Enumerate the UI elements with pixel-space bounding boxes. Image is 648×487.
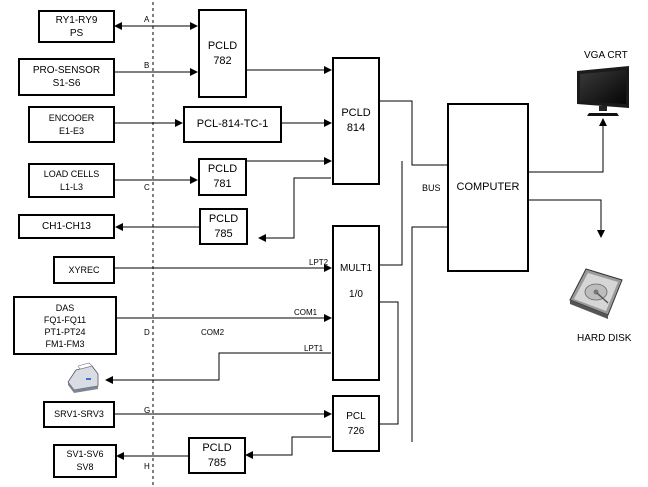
pro-sensor-box: PRO-SENSOR S1-S6 <box>18 58 115 96</box>
line-mult1-printer <box>105 352 331 384</box>
signal-label-h: H <box>144 462 150 471</box>
encoder-box: ENCOOER E1-E3 <box>28 106 115 143</box>
com1-label: COM1 <box>294 308 318 317</box>
pcld-781-box: PCLD 781 <box>198 158 247 196</box>
signal-label-a: A <box>144 15 150 24</box>
signal-label-c: C <box>144 183 150 192</box>
pcld-781-title: PCLD <box>207 163 238 175</box>
signal-label-b: B <box>144 61 150 70</box>
pcld-782-title: PCLD <box>207 39 238 52</box>
pcld-785-bottom-title: PCLD <box>202 441 232 454</box>
pcl-726-title: PCL <box>346 410 366 422</box>
pcld-782-box: PCLD 782 <box>198 9 247 98</box>
com2-label: COM2 <box>201 328 225 337</box>
line-pcl726-pcld785 <box>245 436 331 459</box>
hard-disk-icon <box>569 268 623 319</box>
ps-label: PS <box>69 27 84 39</box>
ch-box: CH1-CH13 <box>18 214 115 239</box>
srv-label: SRV1-SRV3 <box>54 409 104 419</box>
sv-range: SV1-SV6 <box>66 449 104 459</box>
pcl-814-tc-label: PCL-814-TC-1 <box>196 118 269 130</box>
computer-box: COMPUTER <box>447 103 529 272</box>
mult1-title: MULT1 <box>339 263 373 274</box>
das-fq-range: FQ1-FQ11 <box>43 314 87 325</box>
printer-icon <box>67 362 99 393</box>
line-pcld814-pcld785 <box>258 177 331 242</box>
mult1-io: 1/0 <box>349 289 363 300</box>
pcld-785-top-title: PCLD <box>208 212 239 225</box>
load-cells-range: L1-L3 <box>59 181 84 192</box>
pcld-814-title: PCLD <box>341 107 371 119</box>
bus-pcl726 <box>380 301 399 425</box>
sv-box: SV1-SV6 SV8 <box>53 444 117 478</box>
pcl-726-number: 726 <box>347 425 365 437</box>
line-computer-hdd <box>529 199 605 238</box>
pcl-726-box: PCL 726 <box>332 395 380 452</box>
load-cells-box: LOAD CELLS L1-L3 <box>28 163 115 198</box>
bus-pcld814 <box>380 100 447 166</box>
srv-box: SRV1-SRV3 <box>43 401 115 428</box>
signal-label-g: G <box>144 406 151 415</box>
line-computer-vga <box>529 118 607 173</box>
pcld-782-number: 782 <box>213 54 232 67</box>
pcld-781-number: 781 <box>213 178 232 190</box>
pro-sensor-label: PRO-SENSOR <box>32 65 101 76</box>
computer-label: COMPUTER <box>456 181 520 193</box>
pcld-785-top-box: PCLD 785 <box>199 208 248 245</box>
encoder-label: ENCOOER <box>48 112 95 123</box>
das-box: DAS FQ1-FQ11 PT1-PT24 FM1-FM3 <box>13 296 117 355</box>
bus-mult1 <box>380 161 403 266</box>
das-fm-range: FM1-FM3 <box>45 338 85 349</box>
bus-main <box>411 226 447 442</box>
signal-label-d: D <box>144 328 150 337</box>
lpt1-label: LPT1 <box>304 344 324 353</box>
pcld-785-top-number: 785 <box>214 227 233 240</box>
pcl-814-tc-box: PCL-814-TC-1 <box>183 106 282 143</box>
encoder-range: E1-E3 <box>58 125 84 136</box>
ry-label: RY1-RY9 <box>55 14 98 26</box>
das-label: DAS <box>55 302 75 313</box>
lpt2-label: LPT2 <box>309 258 329 267</box>
das-pt-range: PT1-PT24 <box>44 326 86 337</box>
hard-disk-label: HARD DISK <box>577 333 632 344</box>
xyrec-label: XYREC <box>68 264 100 275</box>
xyrec-box: XYREC <box>53 256 115 284</box>
mult1-box: MULT1 1/0 <box>332 225 380 381</box>
monitor-icon <box>577 66 629 116</box>
load-cells-label: LOAD CELLS <box>43 168 100 179</box>
ch-label: CH1-CH13 <box>42 221 91 232</box>
pro-sensor-range: S1-S6 <box>52 78 81 89</box>
ry-ps-box: RY1-RY9 PS <box>38 10 115 43</box>
pcld-814-box: PCLD 814 <box>332 57 380 185</box>
vga-crt-label: VGA CRT <box>584 50 628 61</box>
pcld-814-number: 814 <box>346 122 366 134</box>
bus-label: BUS <box>422 183 441 193</box>
pcld-785-bottom-box: PCLD 785 <box>188 437 246 474</box>
pcld-785-bottom-number: 785 <box>207 456 227 469</box>
sv8-label: SV8 <box>76 462 94 472</box>
